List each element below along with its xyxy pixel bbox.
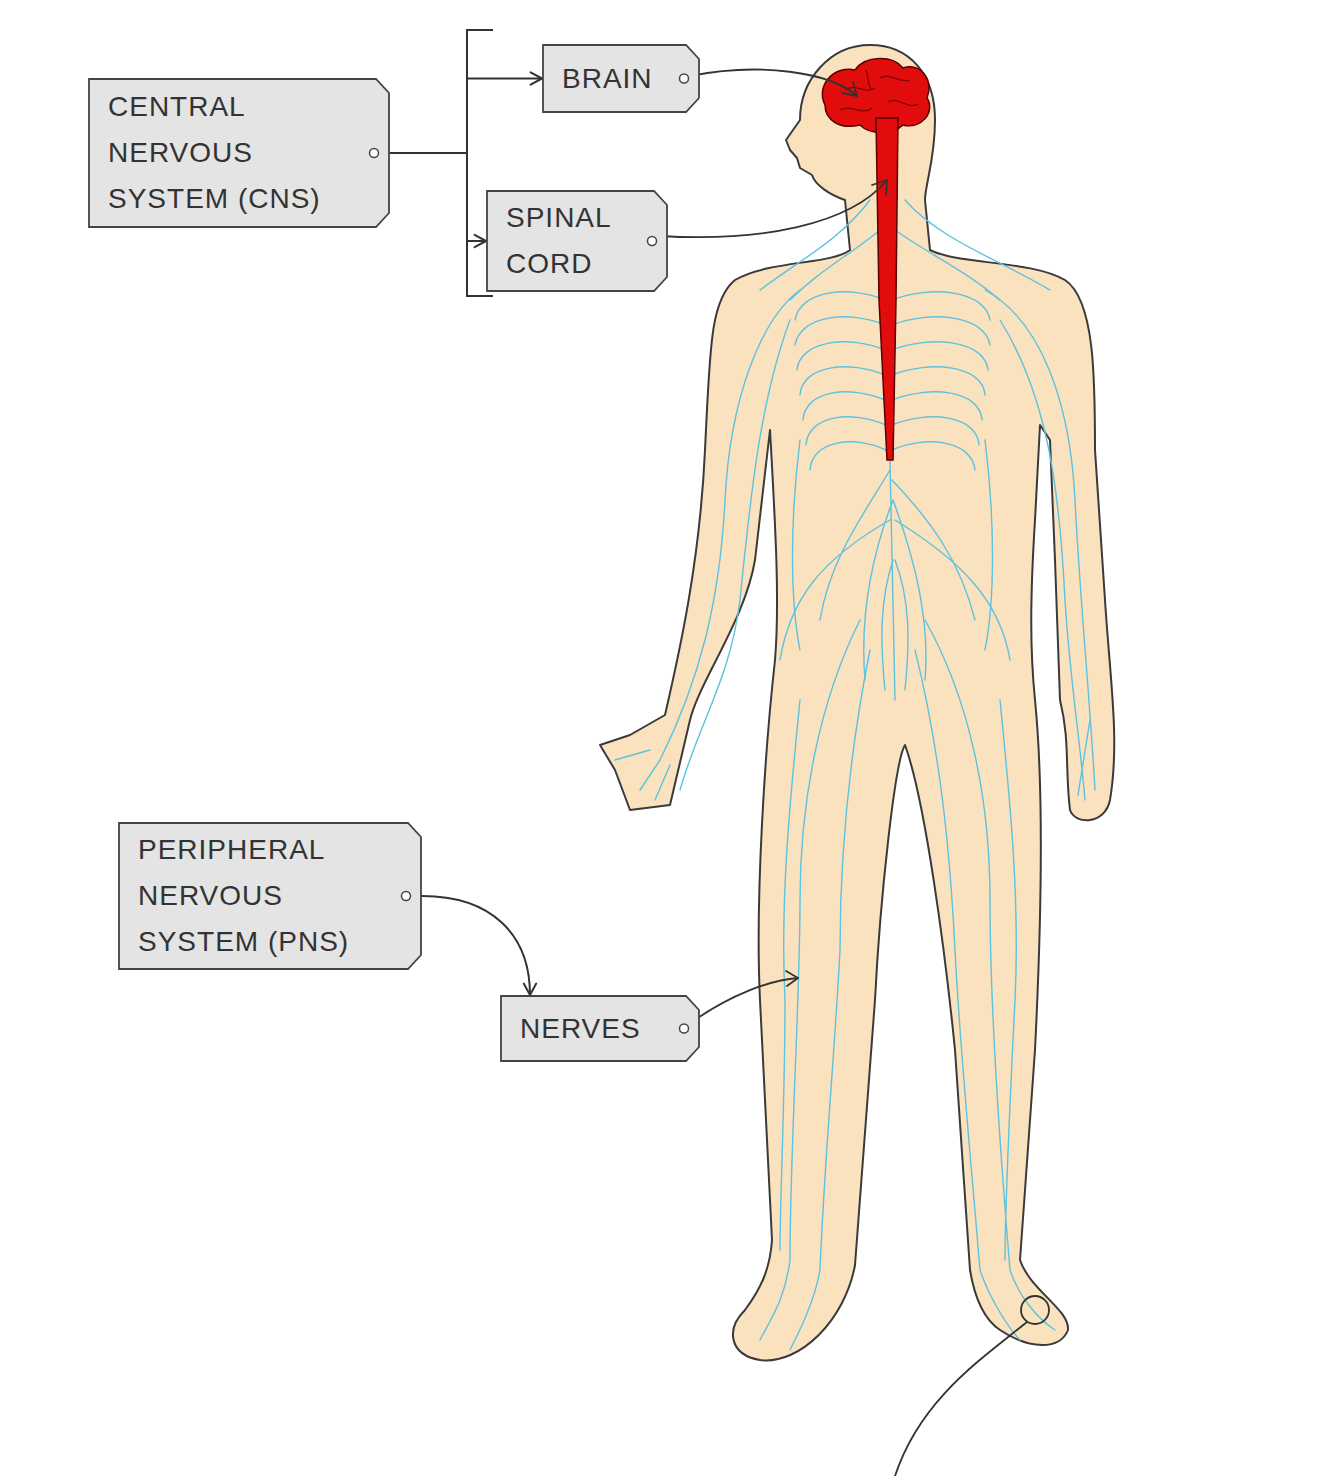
connector xyxy=(422,896,536,995)
label-text-group: BRAIN xyxy=(562,56,653,102)
arrow-head xyxy=(475,235,486,247)
arrow-head xyxy=(531,72,542,84)
tag-outline xyxy=(501,996,699,1061)
tag-hole xyxy=(648,237,657,246)
tag-label: PERIPHERAL NERVOUS SYSTEM (PNS) xyxy=(118,822,422,970)
connector xyxy=(390,72,542,153)
zoom-leader xyxy=(895,1322,1027,1476)
tag-outline xyxy=(487,191,667,291)
leader-lines xyxy=(660,70,1049,1476)
label-text: CENTRAL NERVOUS SYSTEM (CNS) xyxy=(108,84,350,222)
tag-label: CENTRAL NERVOUS SYSTEM (CNS) xyxy=(88,78,390,228)
connector-line xyxy=(390,79,542,154)
nerves-leader-head xyxy=(786,971,798,986)
tag-label: NERVES xyxy=(500,995,700,1062)
label-text: NERVES xyxy=(520,1006,641,1052)
brain-folds xyxy=(840,70,918,111)
spinal-leader xyxy=(660,180,887,237)
tag-hole xyxy=(370,149,379,158)
connector-line xyxy=(390,153,486,241)
tag-hole xyxy=(402,892,411,901)
leg-nerves xyxy=(760,620,1055,1350)
arm-nerves xyxy=(615,290,1095,800)
body-outline xyxy=(600,45,1114,1360)
label-text: PERIPHERAL NERVOUS SYSTEM (PNS) xyxy=(138,827,382,965)
tag-label: BRAIN xyxy=(542,44,700,113)
tag-outline xyxy=(119,823,421,969)
label-text-group: PERIPHERAL NERVOUS SYSTEM (PNS) xyxy=(138,827,382,965)
brain-leader-head xyxy=(842,82,857,96)
tag-outline xyxy=(543,45,699,112)
nerves-leader xyxy=(692,978,798,1022)
connector xyxy=(390,153,486,247)
zoom-circle xyxy=(1021,1296,1049,1324)
tag-outline xyxy=(89,79,389,227)
spinal-cord xyxy=(876,118,898,460)
label-text: SPINAL CORD xyxy=(506,195,628,287)
connector-line xyxy=(422,896,530,995)
tag-hole xyxy=(680,74,689,83)
label-text: BRAIN xyxy=(562,56,653,102)
spinal-leader-head xyxy=(872,180,887,195)
tag-label: SPINAL CORD xyxy=(486,190,668,292)
trunk-nerves xyxy=(780,440,1010,700)
arrow-head xyxy=(524,984,536,995)
label-text-group: SPINAL CORD xyxy=(506,195,628,287)
neck-nerves xyxy=(760,200,1050,300)
label-text-group: NERVES xyxy=(520,1006,641,1052)
label-text-group: CENTRAL NERVOUS SYSTEM (CNS) xyxy=(108,84,350,222)
tag-hole xyxy=(680,1024,689,1033)
nerves xyxy=(615,200,1095,1350)
brain-leader xyxy=(690,70,857,96)
